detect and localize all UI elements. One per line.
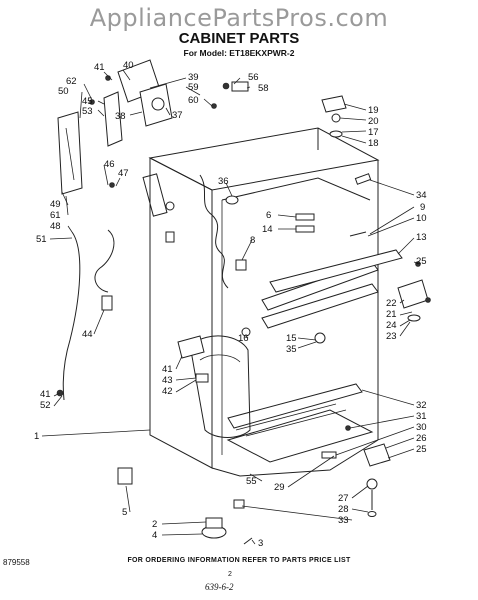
callout-47: 47 bbox=[118, 168, 129, 179]
callout-9: 9 bbox=[420, 202, 425, 213]
callout-43: 43 bbox=[162, 375, 173, 386]
callout-59: 59 bbox=[188, 82, 199, 93]
callout-36: 36 bbox=[218, 176, 229, 187]
callout-16: 16 bbox=[238, 333, 249, 344]
callout-19: 19 bbox=[368, 105, 379, 116]
callout-44: 44 bbox=[82, 329, 93, 340]
upper-right-parts bbox=[225, 95, 431, 344]
model-number: For Model: ET18EKXPWR-2 bbox=[183, 48, 295, 58]
callout-23: 23 bbox=[386, 331, 397, 342]
callout-8: 8 bbox=[250, 235, 255, 246]
callout-58: 58 bbox=[258, 83, 269, 94]
lower-parts bbox=[117, 335, 391, 545]
callout-39: 39 bbox=[188, 72, 199, 83]
callout-40: 40 bbox=[123, 60, 134, 71]
callout-62: 62 bbox=[66, 76, 77, 87]
callout-28: 28 bbox=[338, 504, 349, 515]
callout-22: 22 bbox=[386, 298, 397, 309]
callout-4: 4 bbox=[152, 530, 157, 541]
callout-15: 15 bbox=[286, 333, 297, 344]
callout-53: 53 bbox=[82, 106, 93, 117]
callout-46: 46 bbox=[104, 159, 115, 170]
callout-29: 29 bbox=[274, 482, 285, 493]
handwritten-note: 639-6-2 bbox=[205, 582, 234, 592]
callout-30: 30 bbox=[416, 422, 427, 433]
callout-14: 14 bbox=[262, 224, 273, 235]
callout-26: 26 bbox=[416, 433, 427, 444]
callout-labels: 41 40 39 62 59 56 58 50 45 53 60 38 37 1… bbox=[34, 60, 427, 549]
callout-48: 48 bbox=[50, 221, 61, 232]
callout-20: 20 bbox=[368, 116, 379, 127]
callout-5: 5 bbox=[122, 507, 127, 518]
callout-41: 41 bbox=[94, 62, 105, 73]
callout-1: 1 bbox=[34, 431, 39, 442]
callout-34: 34 bbox=[416, 190, 427, 201]
diagram-title: CABINET PARTS bbox=[178, 30, 300, 47]
callout-25: 25 bbox=[416, 256, 427, 267]
cabinet-body bbox=[142, 127, 380, 477]
callout-24: 24 bbox=[386, 320, 397, 331]
callout-10: 10 bbox=[416, 213, 427, 224]
callout-60: 60 bbox=[188, 95, 199, 106]
callout-49: 49 bbox=[50, 199, 61, 210]
callout-61: 61 bbox=[50, 210, 61, 221]
callout-21: 21 bbox=[386, 309, 397, 320]
site-watermark: AppliancePartsPros.com bbox=[89, 4, 389, 32]
callout-31: 31 bbox=[416, 411, 427, 422]
callout-50: 50 bbox=[58, 86, 69, 97]
callout-38: 38 bbox=[115, 111, 126, 122]
callout-42: 42 bbox=[162, 386, 173, 397]
callout-52: 52 bbox=[40, 400, 51, 411]
callout-2: 2 bbox=[152, 519, 157, 530]
callout-51: 51 bbox=[36, 234, 47, 245]
callout-33: 33 bbox=[338, 515, 349, 526]
upper-left-parts bbox=[56, 59, 249, 401]
callout-41c: 41 bbox=[40, 389, 51, 400]
callout-35: 35 bbox=[286, 344, 297, 355]
callout-32: 32 bbox=[416, 400, 427, 411]
callout-55: 55 bbox=[246, 476, 257, 487]
leader-lines bbox=[41, 69, 421, 545]
callout-37: 37 bbox=[172, 110, 183, 121]
callout-27: 27 bbox=[338, 493, 349, 504]
ordering-note: FOR ORDERING INFORMATION REFER TO PARTS … bbox=[127, 557, 351, 564]
callout-18: 18 bbox=[368, 138, 379, 149]
callout-3: 3 bbox=[258, 538, 263, 549]
callout-6: 6 bbox=[266, 210, 271, 221]
callout-17: 17 bbox=[368, 127, 379, 138]
page-number: 2 bbox=[228, 571, 232, 578]
callout-41b: 41 bbox=[162, 364, 173, 375]
callout-25b: 25 bbox=[416, 444, 427, 455]
callout-56: 56 bbox=[248, 72, 259, 83]
callout-45: 45 bbox=[82, 96, 93, 107]
callout-13: 13 bbox=[416, 232, 427, 243]
drawing-code: 879558 bbox=[3, 558, 30, 567]
